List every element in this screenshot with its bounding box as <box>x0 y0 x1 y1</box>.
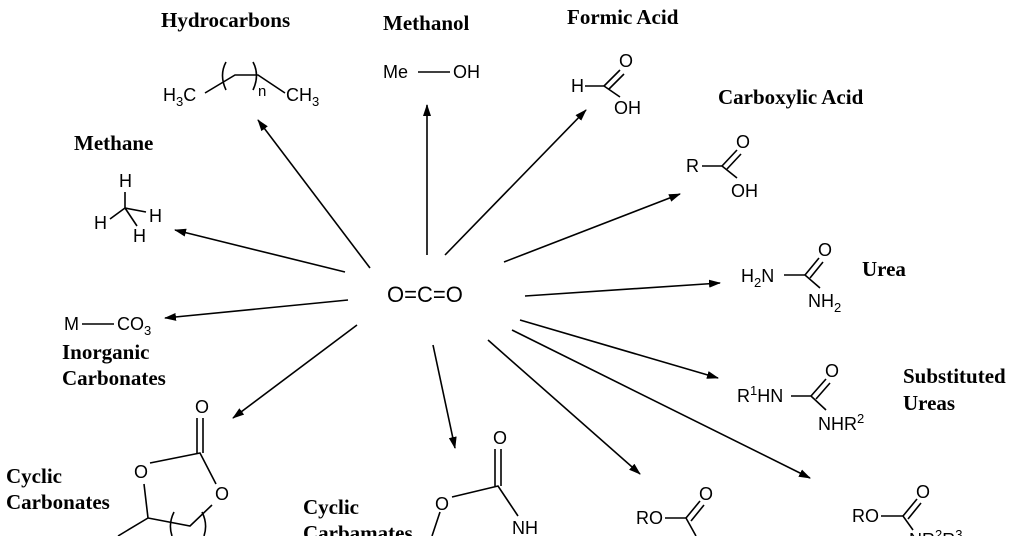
methane-title: Methane <box>74 131 153 155</box>
cyclic-carbamates-title-1: Cyclic <box>303 495 359 519</box>
inorganic-carbonates-title-1: Inorganic <box>62 340 150 364</box>
cyclic-carbonates-o-left: O <box>134 462 148 482</box>
product-hydrocarbons: Hydrocarbons H3C n CH3 <box>161 8 319 109</box>
carboxylic-acid-bonds <box>702 165 738 179</box>
substituted-ureas-double-2 <box>815 382 831 400</box>
cyclic-carbonates-o-top: O <box>195 397 209 417</box>
substituted-ureas-double-1 <box>810 378 827 397</box>
formic-acid-oh: OH <box>614 98 641 118</box>
inorganic-carbonates-m: M <box>64 314 79 334</box>
methanol-oh: OH <box>453 62 480 82</box>
carboxylic-acid-r: R <box>686 156 699 176</box>
carboxylic-acid-o: O <box>736 132 750 152</box>
product-cyclic-carbamates: Cyclic Carbamates O O NH <box>303 428 538 536</box>
arrow-to-carbonate-ester <box>487 339 641 475</box>
methane-bonds <box>109 192 147 227</box>
arrow-to-formic-acid <box>444 109 587 256</box>
urea-title: Urea <box>862 257 906 281</box>
arrow-to-carbamate <box>511 329 811 479</box>
product-carbamate: RO O NR2R3 <box>852 482 962 536</box>
arrow-to-inorganic-carbonates <box>164 299 349 321</box>
methane-h-right: H <box>149 206 162 226</box>
urea-double-1 <box>804 257 820 276</box>
arrow-to-methane <box>174 228 346 273</box>
formic-acid-bonds <box>585 85 621 98</box>
carbonate-ester-ro: RO <box>636 508 663 528</box>
hydrocarbons-left-paren <box>221 61 227 91</box>
urea-double-2 <box>809 261 824 279</box>
carbamate-nr2r3: NR2R3 <box>909 527 962 536</box>
cyclic-carbamates-nh: NH <box>512 518 538 536</box>
substituted-ureas-o: O <box>825 361 839 381</box>
reaction-arrows <box>164 104 811 479</box>
product-substituted-ureas: Substituted Ureas R1HN O NHR2 <box>737 361 1006 434</box>
methane-h-bottom: H <box>133 226 146 246</box>
substituted-ureas-title-1: Substituted <box>903 364 1006 388</box>
carbamate-o: O <box>916 482 930 502</box>
cyclic-carbamates-o-top: O <box>493 428 507 448</box>
carbamate-ro: RO <box>852 506 879 526</box>
carbamate-double-2 <box>907 502 922 520</box>
arrow-to-substituted-ureas <box>519 319 719 379</box>
cyclic-carbonates-paren <box>169 511 207 536</box>
formic-acid-double-2 <box>608 73 625 90</box>
hydrocarbons-chain <box>204 74 286 94</box>
product-methane: Methane H H H H <box>74 131 162 246</box>
product-inorganic-carbonates: M CO3 Inorganic Carbonates <box>62 314 166 390</box>
substituted-ureas-title-2: Ureas <box>903 391 955 415</box>
cyclic-carbamates-ring <box>431 485 519 536</box>
formic-acid-title: Formic Acid <box>567 5 679 29</box>
cyclic-carbonates-o-right: O <box>215 484 229 504</box>
carboxylic-acid-oh: OH <box>731 181 758 201</box>
hydrocarbons-left-group: H3C <box>163 85 196 109</box>
formic-acid-double-1 <box>603 69 621 87</box>
carbamate-double-1 <box>902 498 918 517</box>
hydrocarbons-right-paren <box>252 61 258 91</box>
methanol-title: Methanol <box>383 11 469 35</box>
cyclic-carbonates-title-2: Carbonates <box>6 490 110 514</box>
carbonate-ester-double-1 <box>685 500 701 519</box>
product-urea: Urea H2N O NH2 <box>741 240 906 315</box>
methane-h-top: H <box>119 171 132 191</box>
arrow-to-hydrocarbons <box>257 119 371 269</box>
cyclic-carbamates-title-2: Carbamates <box>303 521 413 536</box>
carboxylic-acid-double-2 <box>726 153 742 170</box>
hydrocarbons-title: Hydrocarbons <box>161 8 290 32</box>
product-carboxylic-acid: Carboxylic Acid R O OH <box>686 85 864 201</box>
arrow-to-cyclic-carbonates <box>232 324 358 419</box>
urea-nh2: NH2 <box>808 291 841 315</box>
co2-center-formula: O=C=O <box>387 282 463 307</box>
arrow-to-cyclic-carbamates <box>432 344 457 449</box>
cyclic-carbamates-o-ring: O <box>435 494 449 514</box>
product-methanol: Methanol Me OH <box>383 11 480 82</box>
cyclic-carbonates-title-1: Cyclic <box>6 464 62 488</box>
inorganic-carbonates-co3: CO3 <box>117 314 151 338</box>
urea-h2n: H2N <box>741 266 774 290</box>
formic-acid-o: O <box>619 51 633 71</box>
carbonate-ester-double-2 <box>690 504 705 522</box>
substituted-ureas-bonds <box>791 395 827 411</box>
hydrocarbons-right-group: CH3 <box>286 85 319 109</box>
carboxylic-acid-double-1 <box>721 149 738 167</box>
inorganic-carbonates-title-2: Carbonates <box>62 366 166 390</box>
hydrocarbons-repeat-n: n <box>258 83 266 100</box>
product-carbonate-ester: RO O <box>636 484 713 536</box>
substituted-ureas-r1hn: R1HN <box>737 383 783 406</box>
formic-acid-h: H <box>571 76 584 96</box>
urea-bonds <box>784 274 821 289</box>
product-cyclic-carbonates: Cyclic Carbonates O O O <box>6 397 229 536</box>
substituted-ureas-nhr2: NHR2 <box>818 411 864 434</box>
arrow-to-urea <box>524 279 721 297</box>
cyclic-carbonates-ring <box>117 452 217 536</box>
arrow-to-carboxylic-acid <box>503 193 681 263</box>
methane-h-left: H <box>94 213 107 233</box>
carboxylic-acid-title: Carboxylic Acid <box>718 85 864 109</box>
urea-o: O <box>818 240 832 260</box>
methanol-me: Me <box>383 62 408 82</box>
product-formic-acid: Formic Acid H O OH <box>567 5 679 118</box>
carbonate-ester-o: O <box>699 484 713 504</box>
